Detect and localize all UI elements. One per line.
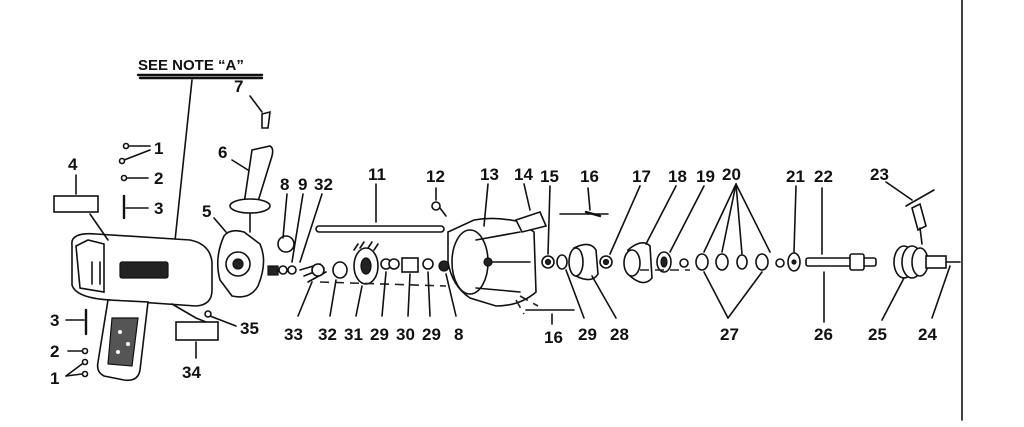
- callout-7: 7: [234, 77, 243, 96]
- callout-22: 22: [814, 167, 833, 186]
- washers-20-27: 20 27: [679, 165, 785, 344]
- note-leader: [173, 79, 193, 251]
- callout-29-c: 29: [578, 325, 597, 344]
- callout-29-b: 29: [422, 325, 441, 344]
- callout-11: 11: [368, 165, 386, 184]
- shaft-22: 22 26: [805, 167, 877, 344]
- callout-2-top: 2: [154, 169, 163, 188]
- callout-32-top: 32: [314, 175, 333, 194]
- bearing-28: 29 28: [556, 243, 629, 344]
- callout-3-bottom: 3: [50, 311, 59, 330]
- part-21: 21: [786, 167, 805, 272]
- callout-23: 23: [870, 165, 889, 184]
- callout-1-bottom: 1: [50, 369, 59, 388]
- note-label: SEE NOTE “A”: [138, 57, 244, 74]
- chuck-25: 25 24 23: [868, 165, 961, 344]
- callout-32-bottom: 32: [318, 325, 337, 344]
- callout-9: 9: [298, 175, 307, 194]
- callout-26: 26: [814, 325, 833, 344]
- spacers-group-a: 8 9 32: [267, 175, 333, 276]
- callout-27: 27: [720, 325, 739, 344]
- callout-13: 13: [480, 165, 499, 184]
- callout-31: 31: [344, 325, 363, 344]
- callout-14: 14: [514, 165, 533, 184]
- gear-case: 5: [202, 202, 265, 298]
- callout-16-top: 16: [580, 167, 599, 186]
- callout-1-top: 1: [154, 139, 163, 158]
- callout-16-bottom: 16: [544, 328, 563, 347]
- part-17: 17: [599, 167, 651, 269]
- callout-25: 25: [868, 325, 887, 344]
- callout-2-bottom: 2: [50, 342, 59, 361]
- callout-33: 33: [284, 325, 303, 344]
- callouts-left: 4 1 2 3 3 2 1 34 35: [50, 139, 259, 388]
- drill-housing: [71, 232, 213, 382]
- callout-8-bottom: 8: [454, 325, 463, 344]
- callout-15: 15: [540, 167, 559, 186]
- pin-12: 12: [426, 167, 447, 217]
- part-34-plate: [175, 321, 219, 341]
- part-18: 18: [623, 167, 687, 284]
- callout-18: 18: [668, 167, 687, 186]
- callout-30: 30: [396, 325, 415, 344]
- callout-6: 6: [218, 143, 227, 162]
- callout-20: 20: [722, 165, 741, 184]
- rod-11: 11: [315, 165, 445, 233]
- callout-28: 28: [610, 325, 629, 344]
- spindle-assembly: 33 32 31 29 30 29 8: [284, 241, 463, 344]
- screws-16: 15 16 16: [525, 167, 609, 347]
- motor-housing: 13 14: [447, 165, 548, 315]
- callout-17: 17: [632, 167, 651, 186]
- callout-8-top: 8: [280, 175, 289, 194]
- callout-19: 19: [696, 167, 715, 186]
- callout-3-top: 3: [154, 199, 163, 218]
- callout-4: 4: [68, 155, 78, 174]
- callout-34: 34: [182, 363, 201, 382]
- part-4-label-plate: [53, 195, 99, 213]
- callout-12: 12: [426, 167, 445, 186]
- callout-5: 5: [202, 202, 211, 221]
- part-19: 19: [656, 167, 715, 273]
- callout-35: 35: [240, 319, 259, 338]
- callout-29-a: 29: [370, 325, 389, 344]
- side-handle: 6 7: [218, 77, 274, 233]
- callout-24: 24: [918, 325, 937, 344]
- callout-21: 21: [786, 167, 805, 186]
